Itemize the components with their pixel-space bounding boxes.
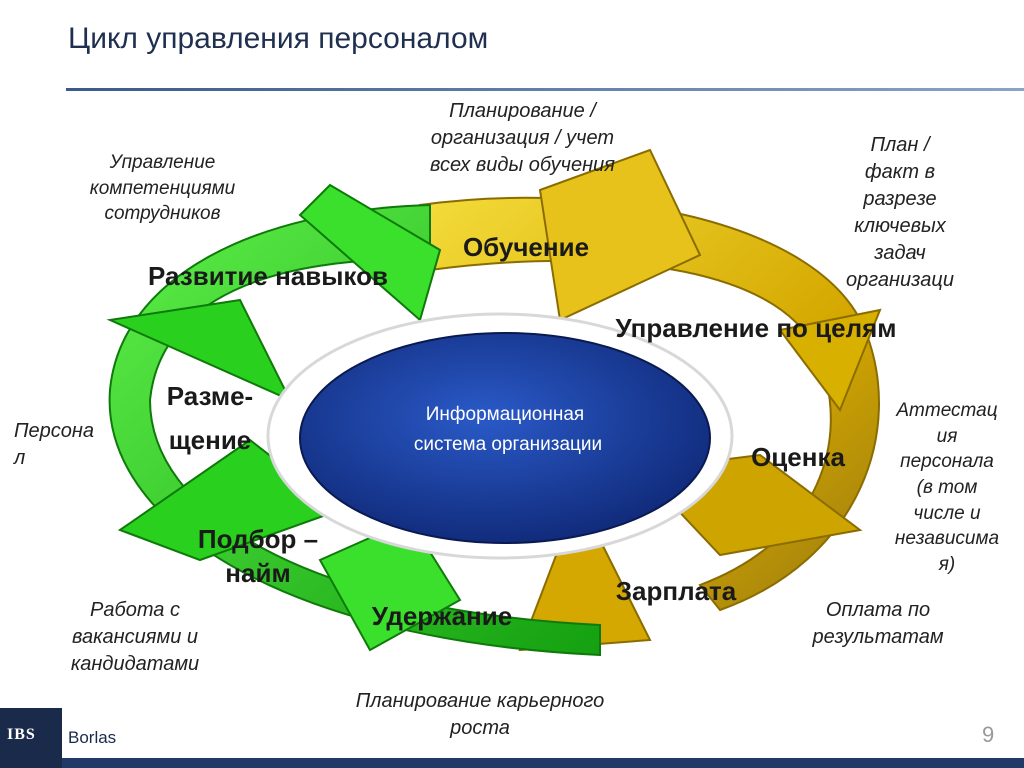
stage-label-podbor-line2: найм <box>225 558 290 588</box>
gold-arrowhead-right <box>778 308 882 413</box>
stage-label-ocenka: Оценка <box>751 442 845 472</box>
note-top-left: Управление компетенциями сотрудников <box>89 152 236 225</box>
green-arrowhead-top <box>298 183 442 322</box>
stage-label-zarplata: Зарплата <box>616 576 737 606</box>
stage-label-razmeschenie-line2: щение <box>169 425 252 455</box>
note-right: Аттестац ия персонала (в том числе и нез… <box>894 400 1000 575</box>
gold-arrowhead-top <box>538 148 702 322</box>
stage-label-razvitie: Развитие навыков <box>148 261 388 291</box>
footer-bar <box>62 758 1024 768</box>
note-top-center: Планирование / организация / учет всех в… <box>430 100 615 176</box>
stage-label-uderzhanie: Удержание <box>372 601 512 631</box>
ibs-logo-text: IBS <box>7 726 36 743</box>
green-arrowhead-left <box>106 298 293 403</box>
note-bottom-center: Планирование карьерного роста <box>355 690 605 739</box>
stage-label-upravlenie: Управление по целям <box>615 313 896 343</box>
center-ellipse <box>299 332 711 544</box>
brand-label: Borlas <box>68 728 117 747</box>
ibs-logo <box>0 708 62 768</box>
center-label-line2: система организации <box>414 434 602 455</box>
note-bottom-left: Работа с вакансиями и кандидатами <box>70 599 200 675</box>
center-label-line1: Информационная <box>426 404 584 425</box>
page-number: 9 <box>982 722 995 747</box>
note-left: Персона л <box>14 420 94 469</box>
title-divider <box>66 88 1024 91</box>
stage-label-obuchenie: Обучение <box>463 232 589 262</box>
stage-label-podbor-line1: Подбор – <box>198 524 318 554</box>
note-top-right: План / факт в разрезе ключевых задач орг… <box>846 134 954 291</box>
gold-ring-arrow <box>418 196 880 612</box>
page-title: Цикл управления персоналом <box>68 22 489 55</box>
note-bottom-right: Оплата по результатам <box>812 599 944 648</box>
stage-label-razmeschenie-line1: Разме- <box>167 381 253 411</box>
